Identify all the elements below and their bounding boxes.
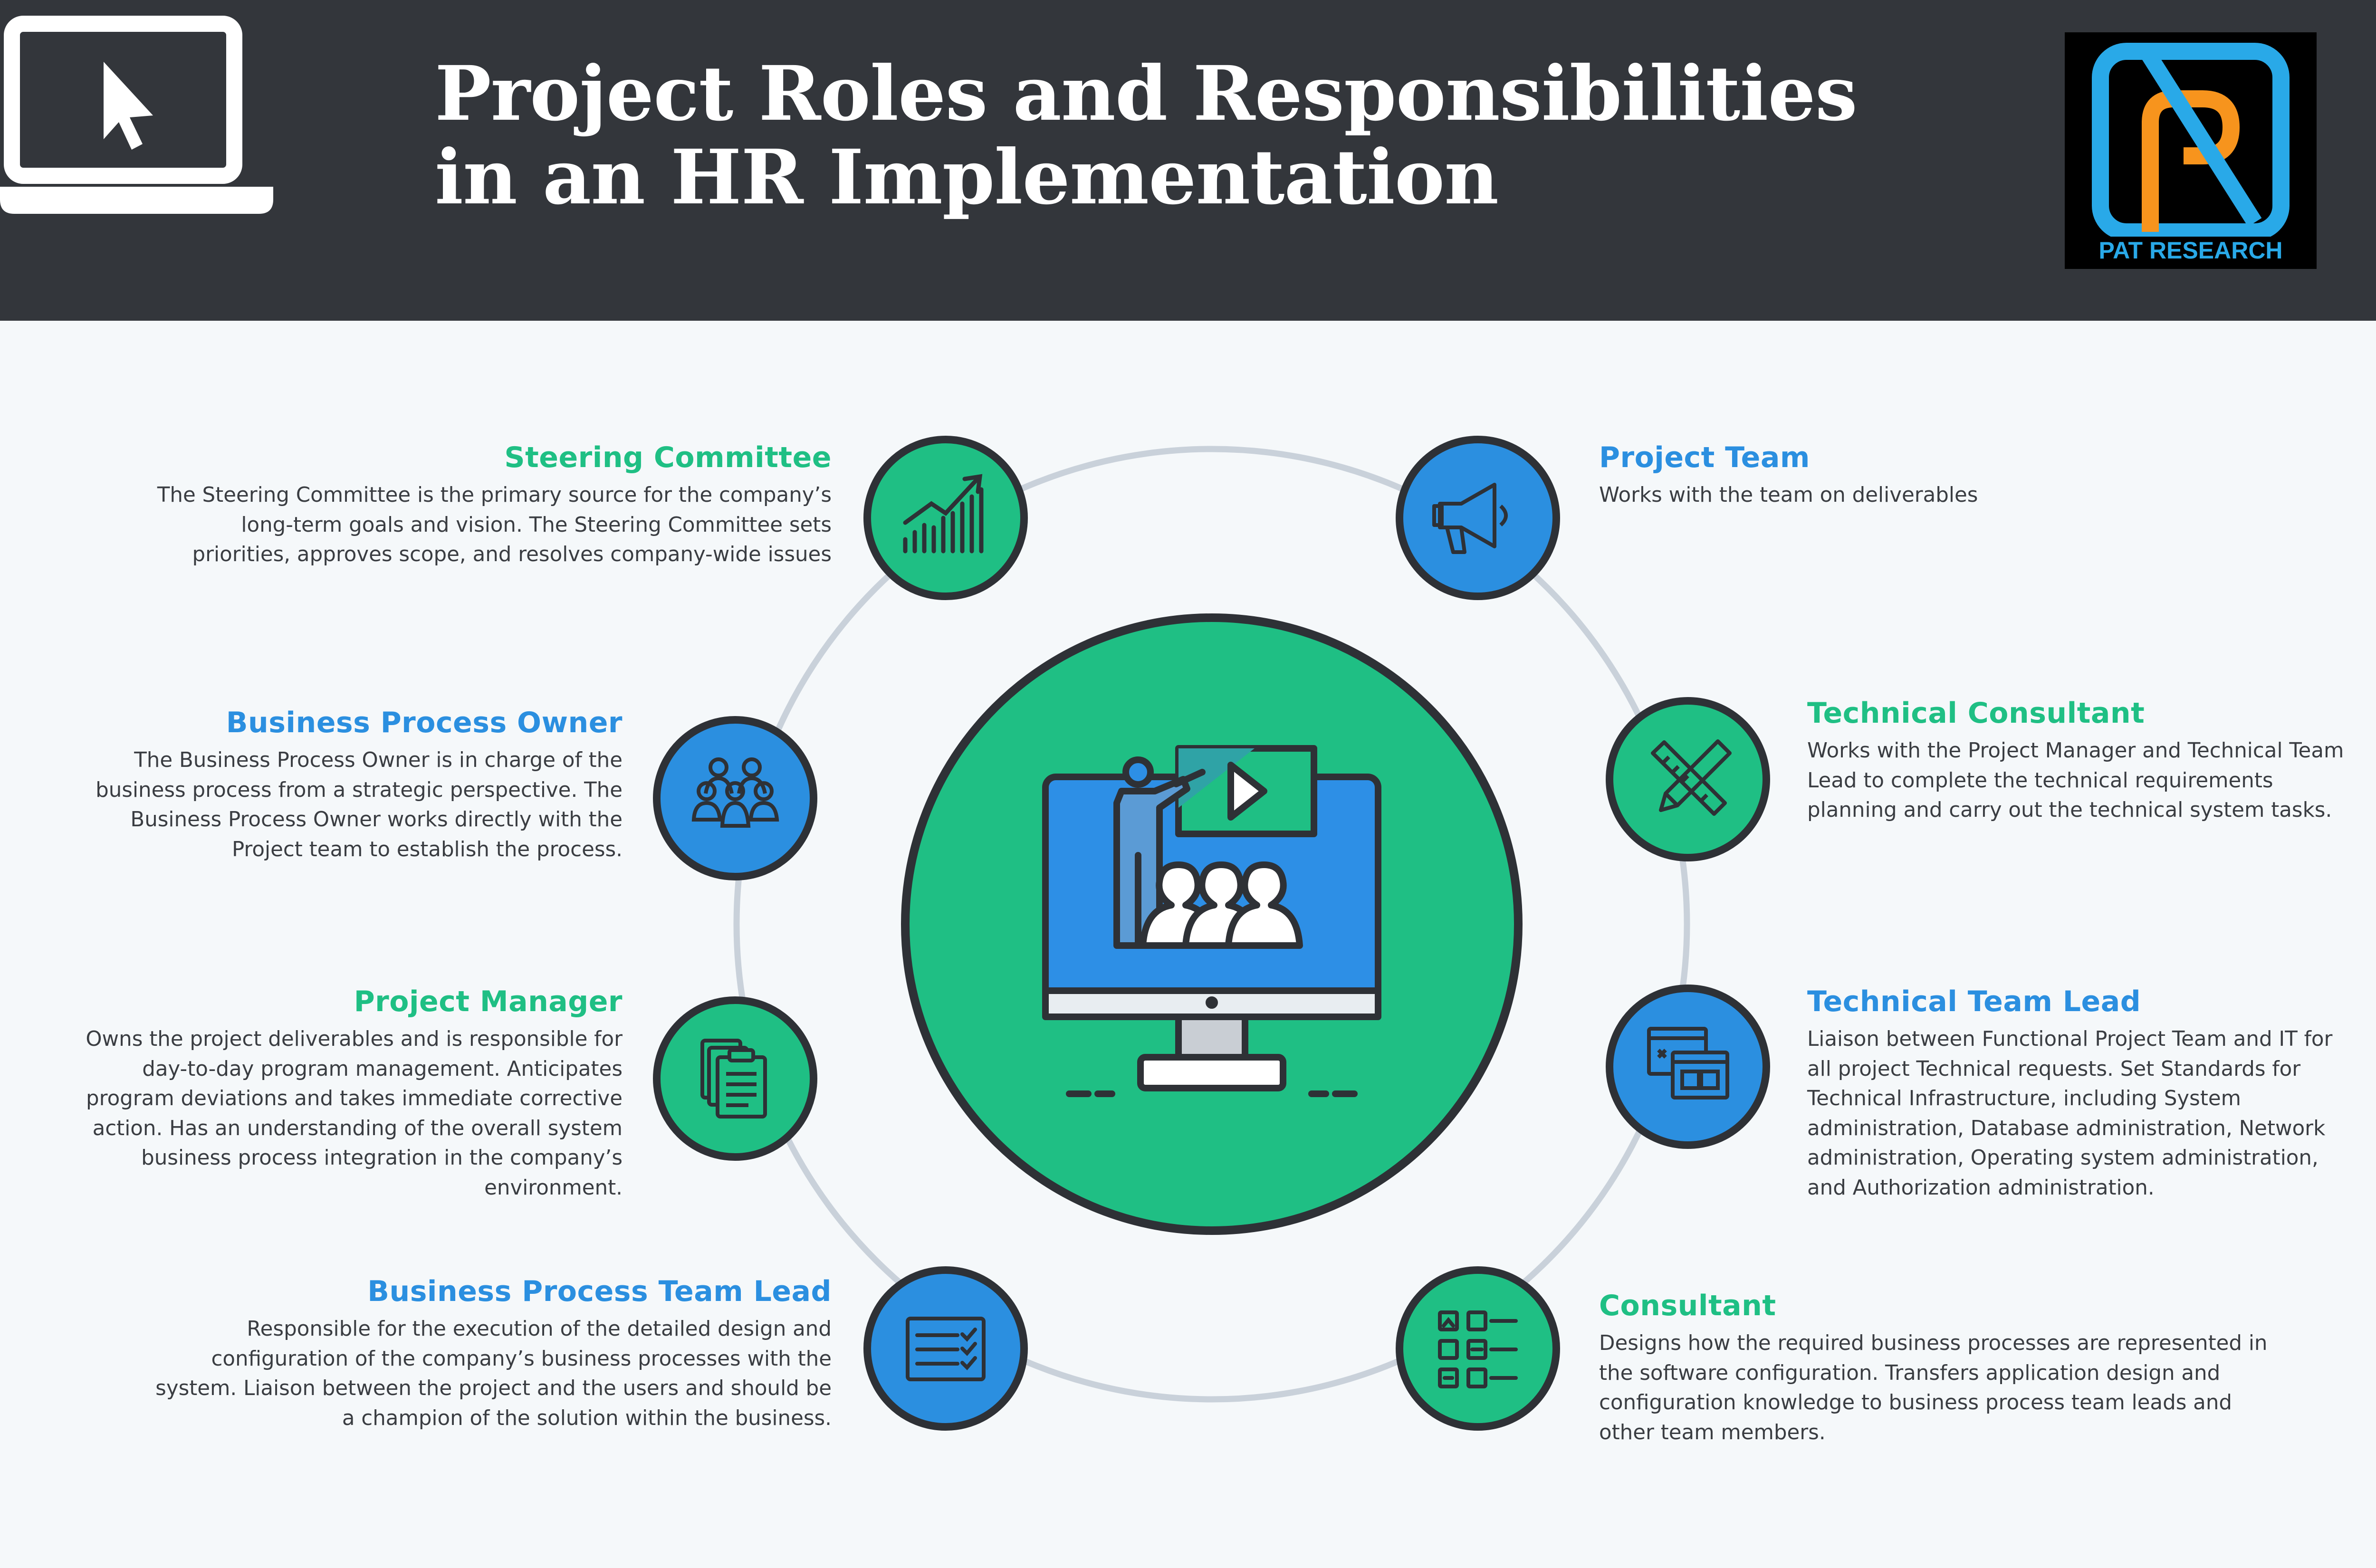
role-title: Steering Committee <box>504 441 832 474</box>
role-technical-consultant: Technical Consultant Works with the Proj… <box>1807 695 2349 825</box>
logo-text: PAT RESEARCH <box>2098 237 2283 264</box>
role-title: Business Process Team Lead <box>367 1275 832 1308</box>
role-steering-committee: Steering Committee The Steering Committe… <box>143 440 832 570</box>
role-title: Business Process Owner <box>226 706 623 739</box>
megaphone-icon <box>1432 483 1508 554</box>
role-project-manager: Project Manager Owns the project deliver… <box>86 984 623 1203</box>
role-title: Consultant <box>1599 1289 1776 1322</box>
header: Project Roles and Responsibilities in an… <box>0 0 2376 321</box>
role-business-process-team-lead: Business Process Team Lead Responsible f… <box>143 1273 832 1433</box>
pencil-ruler-icon <box>1651 739 1732 816</box>
role-description: Works with the Project Manager and Techn… <box>1807 739 2344 822</box>
role-description: Designs how the required business proces… <box>1599 1331 2268 1444</box>
role-business-process-owner: Business Process Owner The Business Proc… <box>86 705 623 864</box>
role-description: Responsible for the execution of the det… <box>155 1317 832 1430</box>
node-technical-team-lead <box>1606 985 1770 1149</box>
node-business-process-owner <box>653 716 817 880</box>
browser-windows-icon <box>1647 1027 1729 1100</box>
role-technical-team-lead: Technical Team Lead Liaison between Func… <box>1807 984 2349 1203</box>
role-consultant: Consultant Designs how the required busi… <box>1599 1288 2288 1447</box>
team-group-icon <box>691 757 779 828</box>
role-description: Works with the team on deliverables <box>1599 483 1978 507</box>
node-project-team <box>1396 436 1560 600</box>
page-title: Project Roles and Responsibilities in an… <box>435 50 1858 221</box>
role-title: Project Manager <box>354 985 623 1018</box>
options-list-icon <box>1438 1310 1518 1388</box>
growth-chart-icon <box>903 474 984 554</box>
role-description: Liaison between Functional Project Team … <box>1807 1027 2333 1200</box>
node-business-process-team-lead <box>863 1266 1028 1431</box>
node-project-manager <box>653 996 817 1161</box>
role-title: Project Team <box>1599 441 1810 474</box>
role-description: The Steering Committee is the primary so… <box>157 483 832 566</box>
clipboard-documents-icon <box>700 1039 767 1119</box>
role-description: Owns the project deliverables and is res… <box>86 1027 623 1200</box>
presentation-monitor-icon <box>1042 745 1381 1097</box>
role-title: Technical Consultant <box>1807 697 2145 730</box>
pat-research-logo: PAT RESEARCH <box>2065 32 2317 269</box>
node-consultant <box>1396 1266 1560 1431</box>
role-project-team: Project Team Works with the team on deli… <box>1599 440 2288 510</box>
role-description: The Business Process Owner is in charge … <box>96 748 623 861</box>
center-node <box>901 613 1523 1235</box>
role-title: Technical Team Lead <box>1807 985 2141 1018</box>
connecting-ring <box>733 446 1690 1403</box>
laptop-cursor-icon <box>0 16 273 214</box>
node-steering-committee <box>863 436 1028 600</box>
node-technical-consultant <box>1606 697 1770 861</box>
checklist-icon <box>906 1317 986 1381</box>
